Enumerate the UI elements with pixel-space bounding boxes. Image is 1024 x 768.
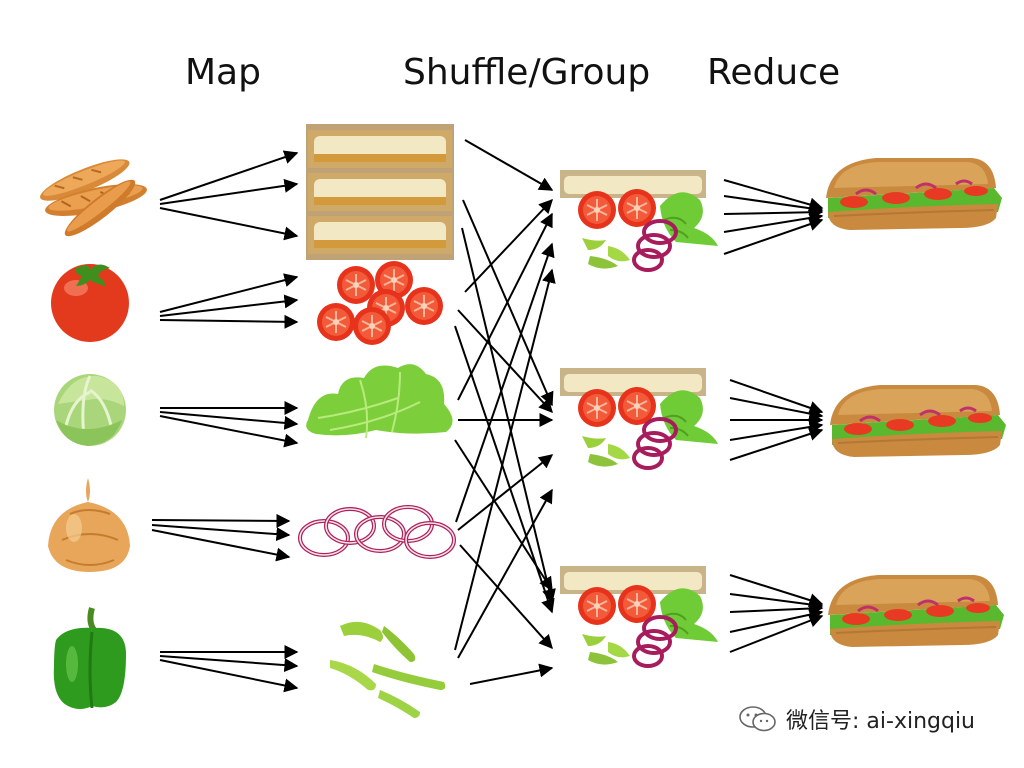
sliced-bread-icon [306,124,454,260]
lettuce-leaves-icon [306,364,453,439]
green-pepper-icon [53,607,126,709]
tomato-icon [51,264,129,342]
group-pile-1 [560,170,718,270]
onion-rings-icon [298,505,456,559]
shuffle-arrows [454,139,556,685]
map-arrows [151,150,299,693]
baguette-icon [40,159,147,237]
group-pile-3 [560,566,718,666]
stage-title-reduce: Reduce [707,52,841,93]
watermark: 微信号: ai-xingqiu [738,702,975,736]
sandwich-3-icon [826,573,1006,649]
onion-icon [48,478,130,572]
stage-title-map: Map [185,52,261,93]
lettuce-icon [54,374,126,446]
wechat-icon [738,705,778,733]
sandwich-1-icon [824,156,1004,232]
pepper-strips-icon [330,621,446,718]
tomato-slices-icon [316,260,444,346]
sandwich-2-icon [828,383,1008,459]
watermark-text: 微信号: ai-xingqiu [786,709,975,734]
group-pile-2 [560,368,718,468]
reduce-arrows [723,179,824,653]
stage-title-shuffle: Shuffle/Group [403,52,651,93]
